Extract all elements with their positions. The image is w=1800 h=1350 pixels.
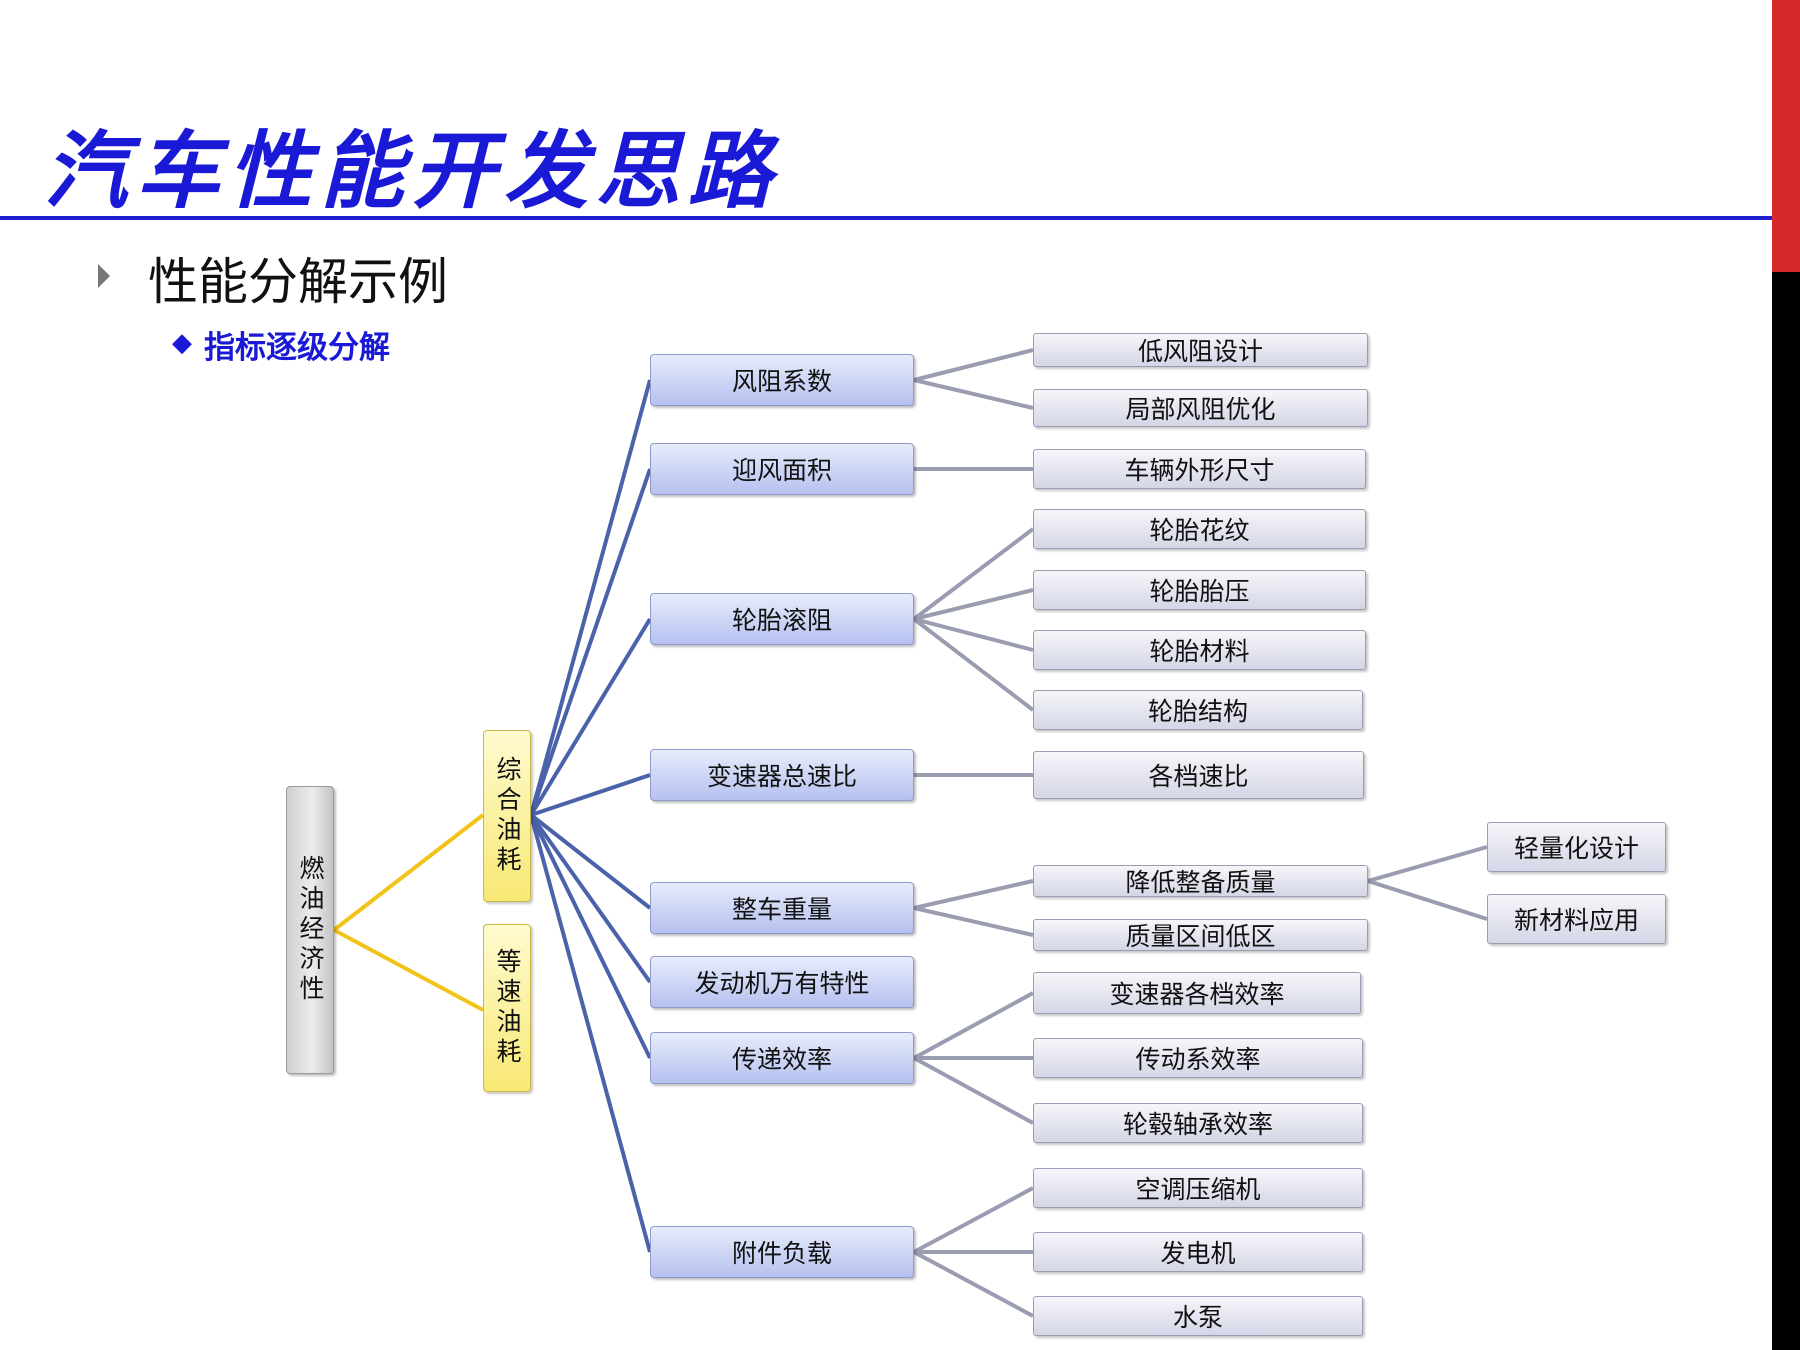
link-fujian-kongtiao [913, 1186, 1034, 1254]
link-zhengbei-qingliang [1367, 845, 1488, 883]
link-zonghe-yingfeng [529, 468, 652, 816]
node-tire-rolling-resistance: 轮胎滚阻 [650, 593, 914, 645]
link-zonghe-zhengche [529, 813, 652, 910]
slide-title: 汽车性能开发思路 [44, 121, 781, 220]
node-combined-consumption: 综合油耗 [483, 730, 531, 902]
diamond-bullet-icon: ◆ [172, 328, 192, 358]
node-low-weight-class: 质量区间低区 [1033, 919, 1368, 951]
link-fengzu-jubu [913, 378, 1034, 410]
node-gear-ratios: 各档速比 [1033, 751, 1364, 799]
node-root-fuel-economy: 燃油经济性 [286, 786, 334, 1074]
right-edge-black-bar [1772, 272, 1800, 1350]
link-zonghe-fadongji [529, 813, 652, 984]
title-divider [0, 216, 1772, 220]
link-zonghe-fujian [529, 814, 652, 1253]
node-drag-coefficient: 风阻系数 [650, 354, 914, 406]
bullet-arrow-icon [98, 264, 110, 288]
node-tire-pressure: 轮胎胎压 [1033, 570, 1366, 610]
node-hub-bearing-efficiency: 轮毂轴承效率 [1033, 1103, 1363, 1143]
node-vehicle-weight: 整车重量 [650, 882, 914, 934]
node-accessory-load: 附件负载 [650, 1226, 914, 1278]
link-zonghe-chuandi [529, 814, 652, 1059]
link-chuandi-lungu [913, 1056, 1034, 1125]
link-luntai-jiegou [912, 617, 1035, 712]
node-driveline-efficiency: 传动系效率 [1033, 1038, 1363, 1078]
right-edge-red-bar [1772, 0, 1800, 272]
link-zhengche-qujian [913, 906, 1034, 937]
node-constant-speed-consumption: 等速油耗 [483, 924, 531, 1092]
link-chuandi-geda [913, 991, 1034, 1060]
node-gear-efficiency: 变速器各档效率 [1033, 972, 1361, 1014]
sub-bullet-heading: 指标逐级分解 [204, 330, 390, 366]
link-root-zonghe [332, 813, 485, 932]
node-tire-tread: 轮胎花纹 [1033, 509, 1366, 549]
node-vehicle-dimensions: 车辆外形尺寸 [1033, 449, 1366, 489]
node-local-drag-optimization: 局部风阻优化 [1033, 389, 1368, 427]
link-zhengche-zhengbei [913, 879, 1034, 910]
link-luntai-cailiao [913, 617, 1034, 652]
node-frontal-area: 迎风面积 [650, 443, 914, 495]
node-water-pump: 水泵 [1033, 1296, 1363, 1336]
bullet-heading: 性能分解示例 [148, 253, 448, 311]
link-fengzu-difengzu [913, 348, 1034, 382]
node-tire-material: 轮胎材料 [1033, 630, 1366, 670]
node-tire-structure: 轮胎结构 [1033, 690, 1363, 730]
link-fujian-shuibeng [913, 1250, 1034, 1318]
node-engine-map: 发动机万有特性 [650, 956, 914, 1008]
link-root-dengsu [333, 928, 484, 1012]
node-lightweight-design: 轻量化设计 [1487, 822, 1666, 872]
node-ac-compressor: 空调压缩机 [1033, 1168, 1363, 1208]
node-low-drag-design: 低风阻设计 [1033, 333, 1368, 367]
link-zonghe-luntai [529, 617, 652, 817]
link-luntai-taiya [913, 588, 1034, 621]
link-zonghe-fengzu [529, 379, 652, 816]
link-luntai-huawen [912, 527, 1035, 621]
node-new-material: 新材料应用 [1487, 894, 1666, 944]
node-alternator: 发电机 [1033, 1232, 1363, 1272]
link-zhengbei-xincailiao [1367, 879, 1488, 921]
node-reduce-curb-weight: 降低整备质量 [1033, 865, 1368, 897]
node-transmission-ratio: 变速器总速比 [650, 749, 914, 801]
link-zonghe-biansuqi [530, 773, 651, 817]
node-transfer-efficiency: 传递效率 [650, 1032, 914, 1084]
